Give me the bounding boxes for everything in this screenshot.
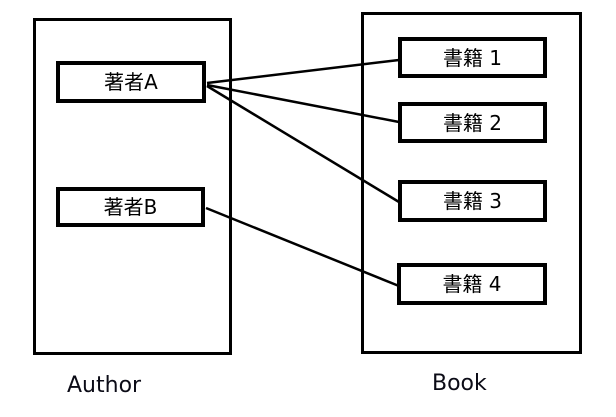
entity-label-book-3: 書籍 3 <box>442 189 503 213</box>
entity-label-book-2: 書籍 2 <box>442 110 503 135</box>
entity-label-author-a: 著者A <box>104 70 158 94</box>
author-group-label: Author <box>67 373 142 398</box>
entity-label-author-b: 著者B <box>103 195 158 219</box>
entity-box-book-4: 書籍 4 <box>397 263 547 305</box>
entity-label-book-1: 書籍 1 <box>442 45 503 70</box>
entity-box-book-1: 書籍 1 <box>398 37 547 78</box>
book-group-label: Book <box>432 371 487 396</box>
entity-box-author-b: 著者B <box>56 187 205 227</box>
entity-box-author-a: 著者A <box>56 61 206 103</box>
entity-box-book-3: 書籍 3 <box>398 180 547 222</box>
entity-label-book-4: 書籍 4 <box>442 272 502 296</box>
entity-box-book-2: 書籍 2 <box>398 102 547 143</box>
